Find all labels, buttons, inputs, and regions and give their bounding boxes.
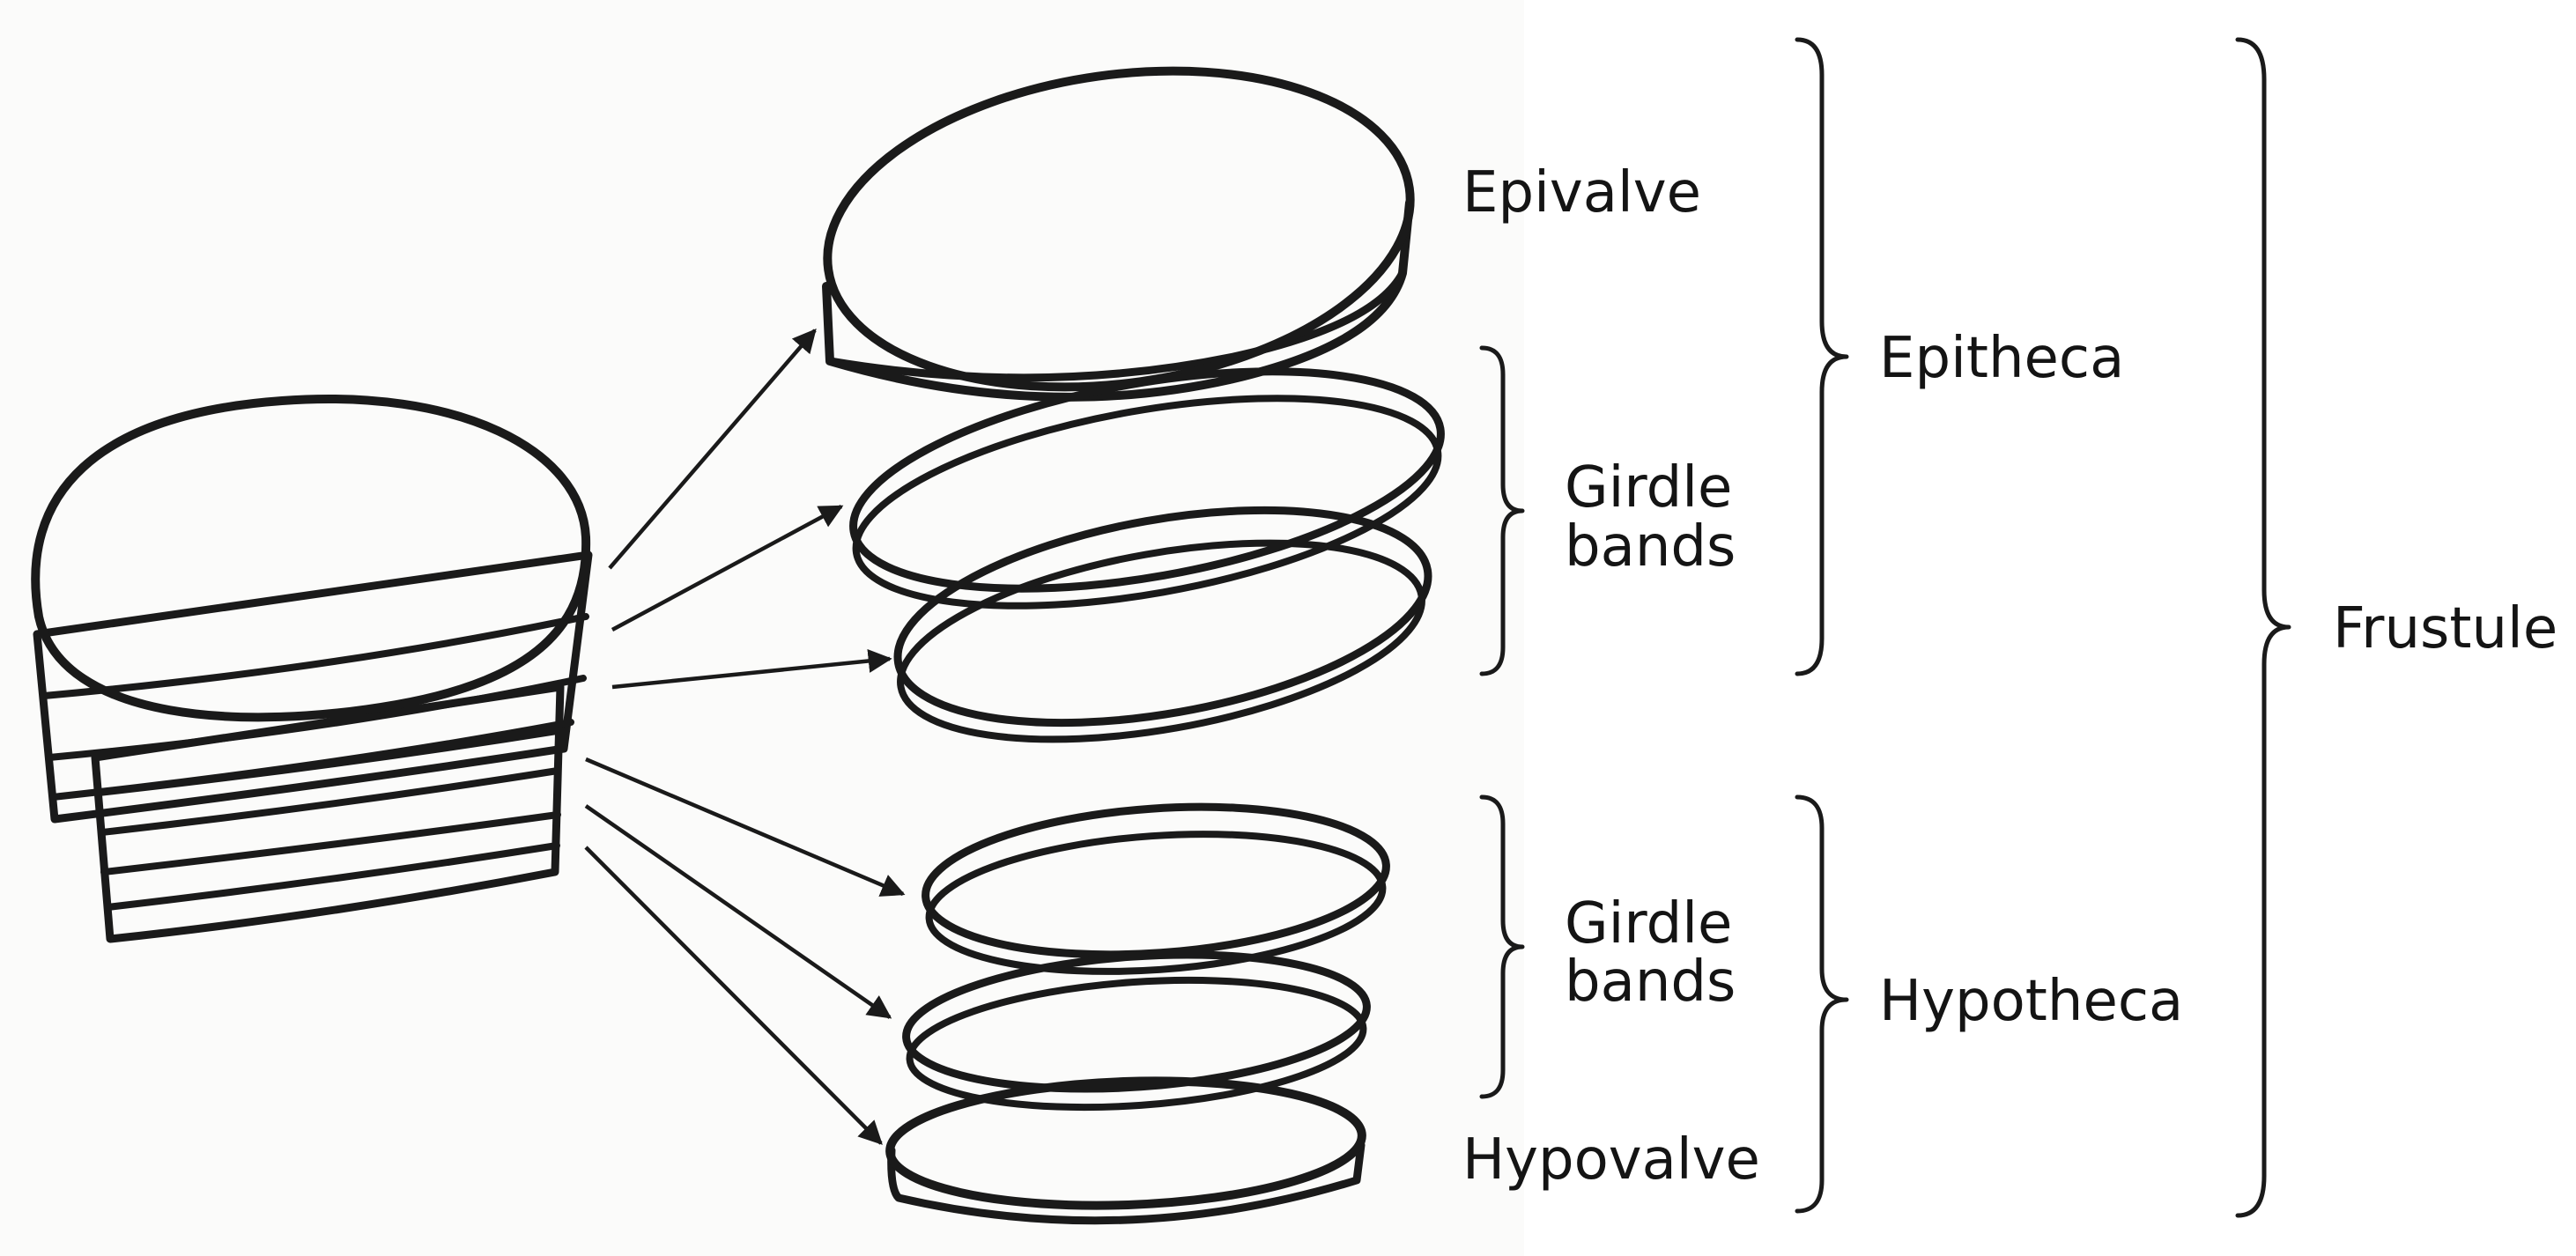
assembled-frustule <box>31 394 593 943</box>
girdle-band-top-2 <box>893 506 1432 743</box>
label-girdle-bands-top-line1: Girdle <box>1565 455 1732 521</box>
girdle-band-bottom-2 <box>902 950 1371 1112</box>
label-girdle-bands-top-line2: bands <box>1565 514 1736 580</box>
label-frustule: Frustule <box>2333 596 2557 661</box>
label-epivalve: Epivalve <box>1462 160 1701 225</box>
arrow-epivalve <box>608 328 817 570</box>
brace-girdle-top <box>1479 345 1525 676</box>
brace-hypotheca <box>1795 794 1849 1214</box>
girdle-band-top-1 <box>849 367 1445 610</box>
braces <box>1479 37 2291 1218</box>
brace-epitheca <box>1795 37 1849 676</box>
arrow-girdle-bottom-1 <box>585 757 906 897</box>
label-hypotheca: Hypotheca <box>1879 969 2183 1034</box>
label-girdle-bands-bottom-line2: bands <box>1565 949 1736 1015</box>
arrow-girdle-top-2 <box>611 649 892 690</box>
brace-frustule <box>2235 37 2291 1218</box>
hypovalve-drawing <box>885 1076 1366 1225</box>
upper-stack <box>33 550 593 824</box>
paper-background <box>0 0 1524 1256</box>
arrows <box>584 328 906 1145</box>
label-girdle-bands-bottom-line1: Girdle <box>1565 891 1732 957</box>
arrow-hypovalve <box>584 846 883 1145</box>
label-hypovalve: Hypovalve <box>1462 1127 1760 1193</box>
brace-girdle-bottom <box>1479 794 1525 1099</box>
arrow-girdle-top-1 <box>611 505 844 632</box>
assembled-valve-top <box>31 394 591 722</box>
arrow-girdle-bottom-2 <box>584 804 892 1019</box>
label-epitheca: Epitheca <box>1879 326 2124 391</box>
